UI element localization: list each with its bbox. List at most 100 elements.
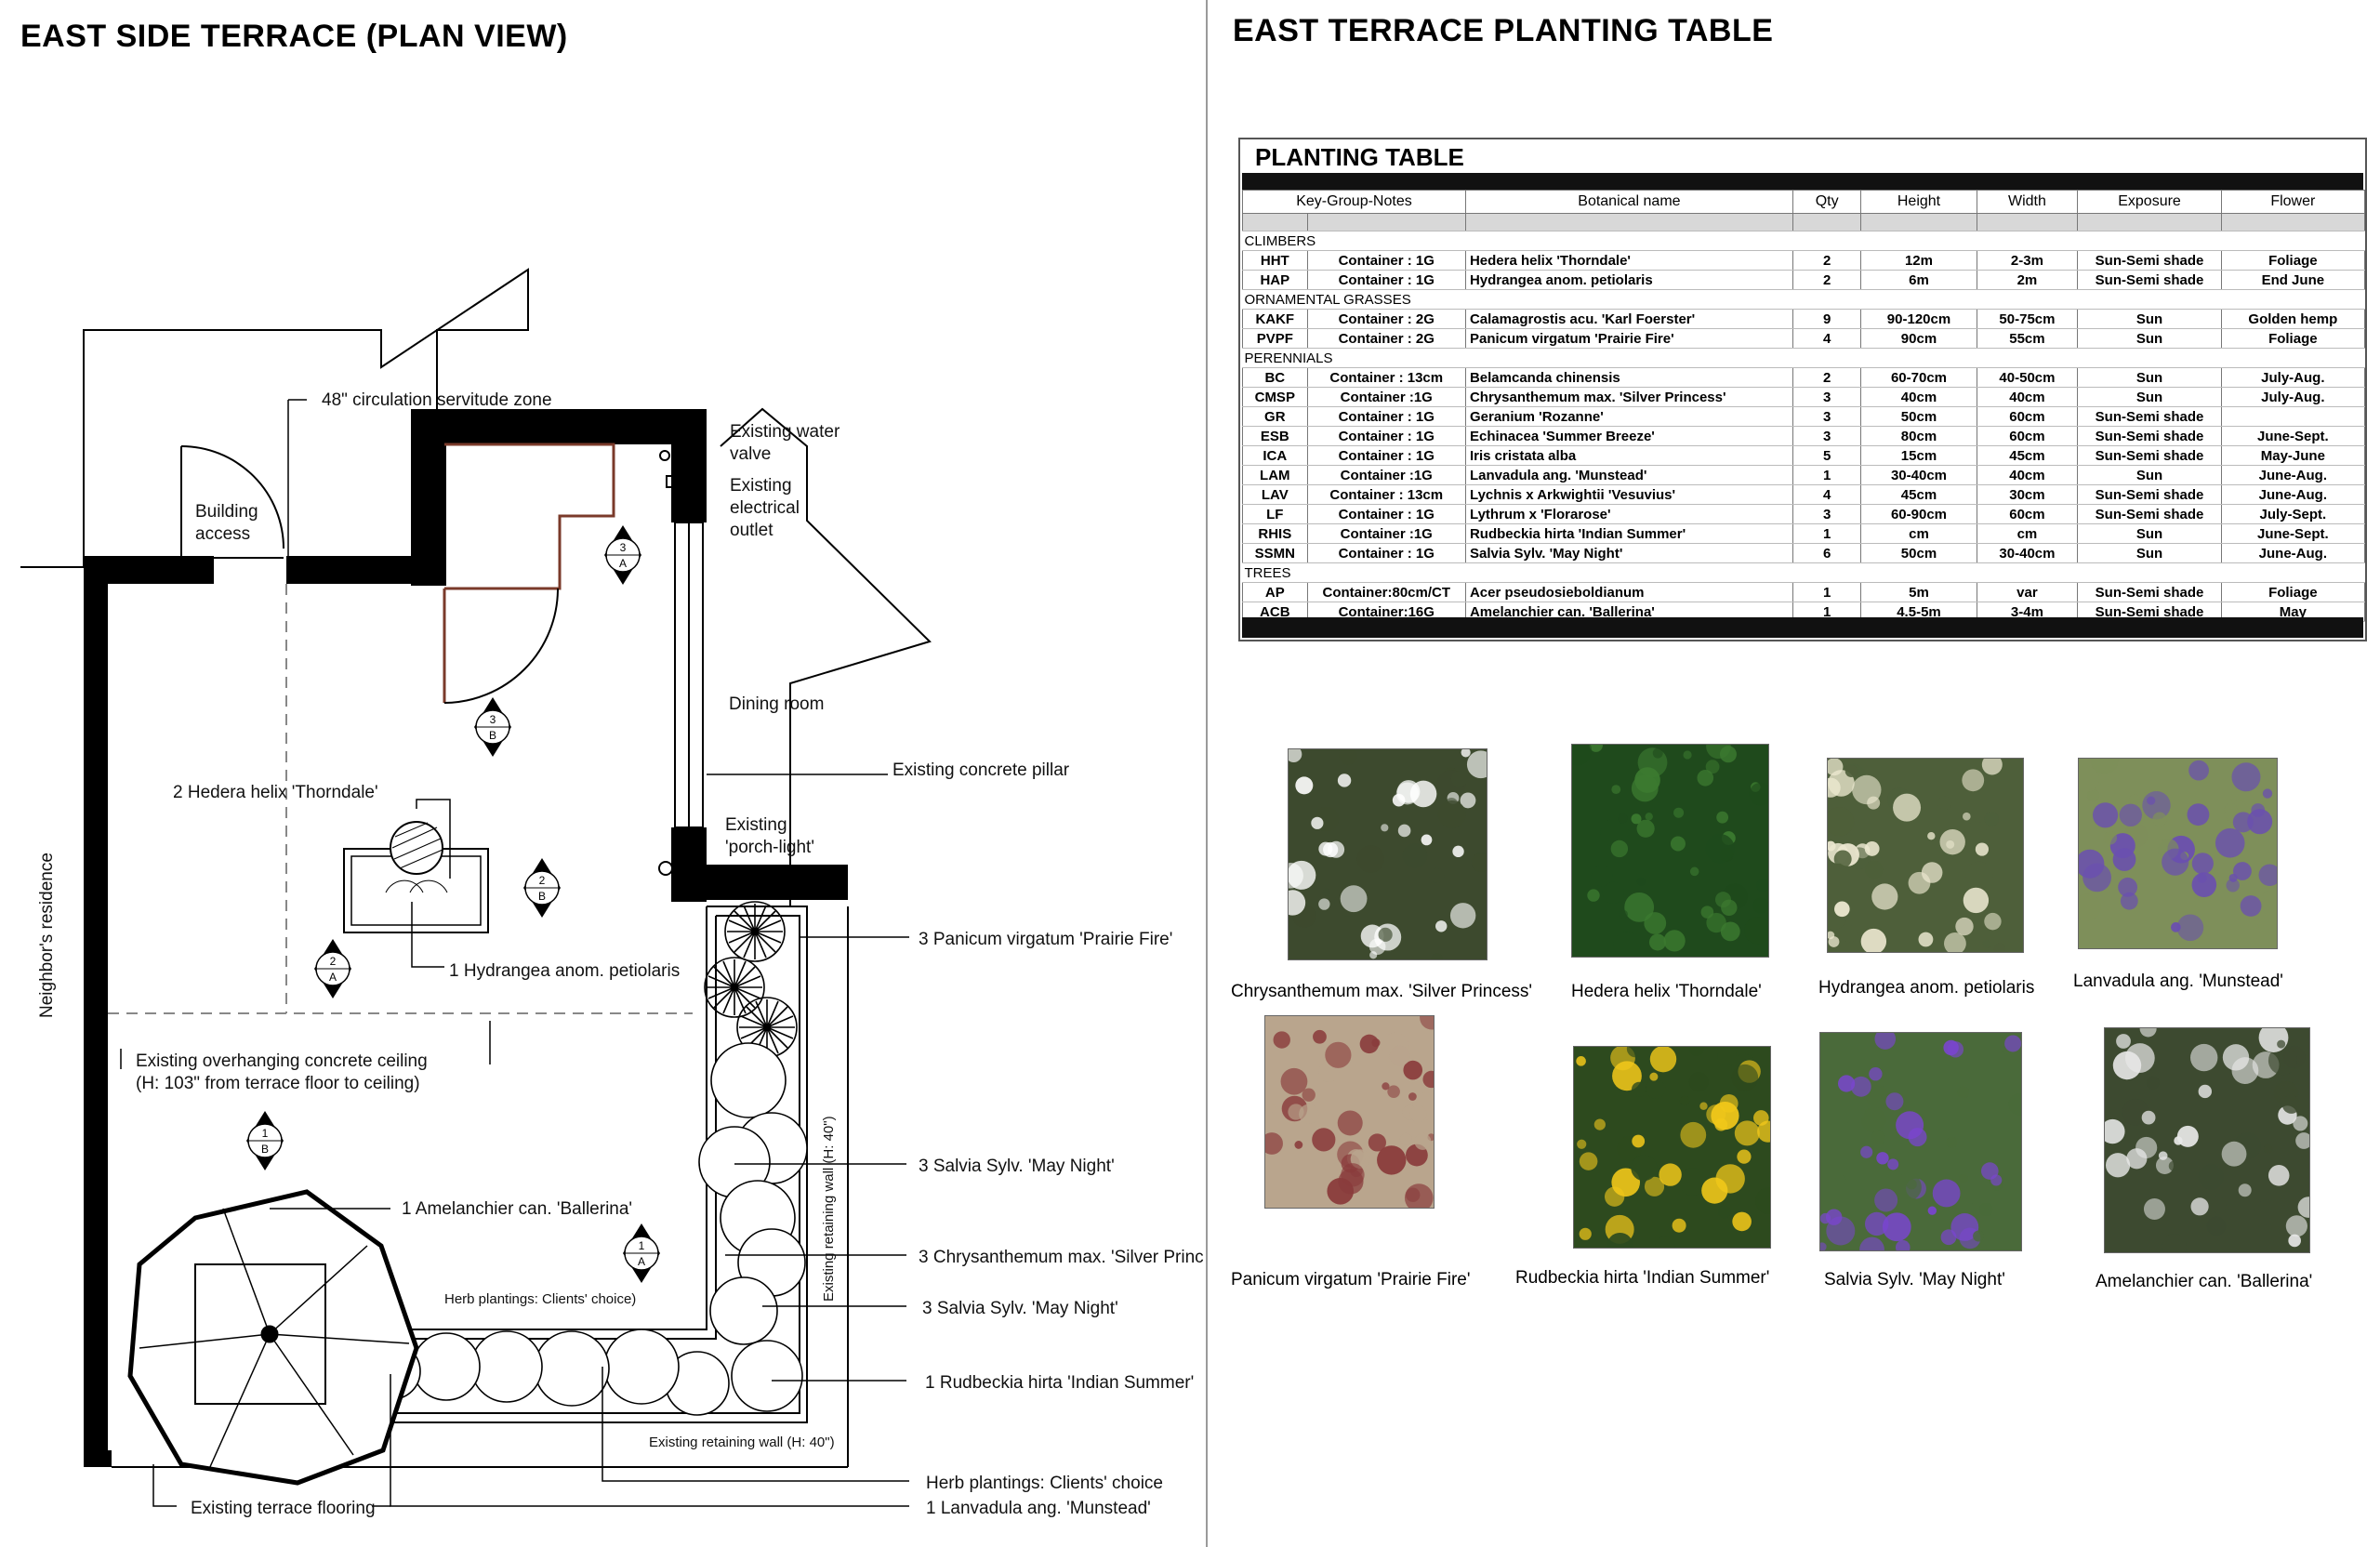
- cell-flower: June-Sept.: [2220, 426, 2366, 446]
- cell-key: SSMN: [1242, 543, 1308, 563]
- cell-qty: 9: [1792, 309, 1862, 329]
- plant-photo: [1288, 748, 1488, 960]
- cell-height: 6m: [1860, 270, 1977, 290]
- label-pillar: Existing concrete pillar: [892, 760, 1070, 780]
- plan-view-drawing: 3A 3B 2B 2A 1B 1A 48" circulation servit…: [20, 268, 1204, 1518]
- cell-name: Echinacea 'Summer Breeze': [1464, 426, 1793, 446]
- label-salvia-1: 3 Salvia Sylv. 'May Night': [919, 1157, 1115, 1176]
- cell-exposure: Sun: [2077, 309, 2222, 329]
- cell-key: KAKF: [1242, 309, 1308, 329]
- marker-letter: B: [261, 1143, 269, 1156]
- cell-height: 90cm: [1860, 328, 1977, 349]
- label-circulation: 48" circulation servitude zone: [322, 390, 552, 410]
- cell-height: 5m: [1860, 582, 1977, 602]
- planting-table-title: PLANTING TABLE: [1255, 143, 1464, 171]
- building-outline: [20, 268, 932, 906]
- cell-name: Hydrangea anom. petiolaris: [1464, 270, 1793, 290]
- cell-group: Container : 1G: [1306, 504, 1466, 524]
- plant-photo-texture: [1572, 745, 1768, 957]
- cell-flower: June-Aug.: [2220, 543, 2366, 563]
- cell-name: Lanvadula ang. 'Munstead': [1464, 465, 1793, 485]
- cell-width: 40-50cm: [1976, 367, 2079, 388]
- cell-width: 2-3m: [1976, 250, 2079, 271]
- cell-flower: End June: [2220, 270, 2366, 290]
- marker-number: 3: [620, 541, 627, 554]
- cell-qty: 2: [1792, 270, 1862, 290]
- cell-flower: July-Sept.: [2220, 504, 2366, 524]
- concrete-pillar: [343, 821, 489, 933]
- label-rudbeckia: 1 Rudbeckia hirta 'Indian Summer': [925, 1373, 1194, 1393]
- cell-group: Container : 2G: [1306, 309, 1466, 329]
- cell-qty: 1: [1792, 523, 1862, 544]
- header-exposure: Exposure: [2077, 190, 2222, 214]
- header-qty: Qty: [1792, 190, 1862, 214]
- cell-height: 12m: [1860, 250, 1977, 271]
- photo-caption: Salvia Sylv. 'May Night': [1824, 1270, 2005, 1289]
- cell-name: Panicum virgatum 'Prairie Fire': [1464, 328, 1793, 349]
- label-outlet-1: Existing: [730, 476, 792, 496]
- cell-group: Container : 1G: [1306, 445, 1466, 466]
- plant-photo-texture: [1576, 1047, 1770, 1248]
- cell-height: 4.5-5m: [1860, 602, 1977, 622]
- label-panicum: 3 Panicum virgatum 'Prairie Fire': [919, 930, 1172, 949]
- cell-name: Amelanchier can. 'Ballerina': [1464, 602, 1793, 622]
- cell-flower: May-June: [2220, 445, 2366, 466]
- cell-flower: July-Aug.: [2220, 387, 2366, 407]
- cell-group: Container : 1G: [1306, 426, 1466, 446]
- cell-name: Rudbeckia hirta 'Indian Summer': [1464, 523, 1793, 544]
- cell-flower: Foliage: [2220, 328, 2366, 349]
- cell-width: 45cm: [1976, 445, 2079, 466]
- cell-height: 15cm: [1860, 445, 1977, 466]
- cell-flower: June-Aug.: [2220, 465, 2366, 485]
- marker-number: 2: [330, 955, 337, 968]
- cell-name: Hedera helix 'Thorndale': [1464, 250, 1793, 271]
- cell-exposure: Sun: [2077, 523, 2222, 544]
- cell-qty: 4: [1792, 484, 1862, 505]
- table-bottom-bar: [1242, 617, 2363, 638]
- cell-height: 60-90cm: [1860, 504, 1977, 524]
- cell-height: 80cm: [1860, 426, 1977, 446]
- cell-width: 30cm: [1976, 484, 2079, 505]
- label-building-access-1: Building: [195, 502, 258, 522]
- table-group-row: PERENNIALS: [1242, 348, 2365, 368]
- cell-key: PVPF: [1242, 328, 1308, 349]
- plant-photo-texture: [1828, 759, 2005, 952]
- plant-photo-texture: [1289, 749, 1487, 959]
- cell-qty: 3: [1792, 406, 1862, 427]
- group-name: PERENNIALS: [1242, 348, 2365, 368]
- cell-width: 60cm: [1976, 406, 2079, 427]
- cell-qty: 6: [1792, 543, 1862, 563]
- label-wall-vertical: Existing retaining wall (H: 40"): [821, 1116, 837, 1302]
- marker-letter: A: [619, 557, 627, 570]
- cell-height: 50cm: [1860, 543, 1977, 563]
- cell-qty: 2: [1792, 250, 1862, 271]
- label-water-valve-2: valve: [730, 444, 771, 464]
- cell-exposure: Sun: [2077, 328, 2222, 349]
- cell-qty: 3: [1792, 504, 1862, 524]
- cell-exposure: Sun: [2077, 387, 2222, 407]
- plant-photo: [2078, 758, 2278, 949]
- cell-group: Container:80cm/CT: [1306, 582, 1466, 602]
- cell-name: Belamcanda chinensis: [1464, 367, 1793, 388]
- label-herb-small: Herb plantings: Clients' choice): [444, 1291, 636, 1307]
- water-valve-icon: [659, 450, 670, 461]
- page-divider: [1206, 0, 1208, 1547]
- cell-exposure: Sun-Semi shade: [2077, 582, 2222, 602]
- marker-number: 1: [262, 1127, 269, 1140]
- photo-caption: Hydrangea anom. petiolaris: [1818, 978, 2035, 998]
- table-title: EAST TERRACE PLANTING TABLE: [1233, 13, 1774, 48]
- cell-height: 60-70cm: [1860, 367, 1977, 388]
- cell-qty: 3: [1792, 426, 1862, 446]
- amelanchier-tree: [127, 1189, 419, 1486]
- cell-key: HHT: [1242, 250, 1308, 271]
- cell-group: Container :1G: [1306, 387, 1466, 407]
- photo-caption: Amelanchier can. 'Ballerina': [2096, 1272, 2313, 1291]
- cell-group: Container : 1G: [1306, 250, 1466, 271]
